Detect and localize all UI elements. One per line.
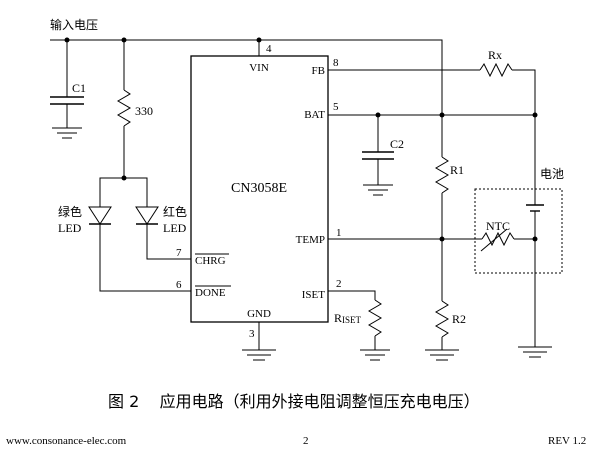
red-led-label: 红色 bbox=[163, 204, 187, 219]
green-led-label: 绿色 bbox=[58, 204, 82, 219]
pin-label-chrg: CHRG bbox=[195, 255, 226, 267]
chip-name: CN3058E bbox=[231, 181, 287, 196]
footer-page-number: 2 bbox=[303, 435, 309, 447]
figure-caption: 图 2 应用电路（利用外接电阻调整恒压充电电压） bbox=[108, 392, 480, 411]
riset-label-main: R bbox=[334, 311, 342, 325]
pin-number-gnd: 3 bbox=[249, 328, 255, 340]
pin-number-temp: 1 bbox=[336, 227, 342, 239]
pin-number-vin: 4 bbox=[266, 43, 272, 55]
led-split-wire bbox=[99, 177, 148, 207]
footer-revision: REV 1.2 bbox=[548, 435, 586, 447]
riset-label: RISET bbox=[334, 311, 362, 325]
pin-number-done: 6 bbox=[176, 279, 182, 291]
pin-number-chrg: 7 bbox=[176, 247, 182, 259]
input-voltage-rail bbox=[50, 39, 443, 157]
r2-label: R2 bbox=[452, 312, 466, 326]
riset-label-sub: ISET bbox=[342, 315, 362, 325]
r330-label: 330 bbox=[135, 104, 153, 118]
iset-wire bbox=[328, 290, 376, 300]
riset-resistor bbox=[368, 299, 382, 337]
pin-number-iset: 2 bbox=[336, 278, 342, 290]
junction-dot bbox=[439, 112, 445, 118]
rx-label: Rx bbox=[488, 48, 502, 62]
pin-number-fb: 8 bbox=[333, 57, 339, 69]
input-voltage-label: 输入电压 bbox=[50, 17, 98, 32]
green-led-diode bbox=[88, 206, 112, 225]
pin-label-iset: ISET bbox=[302, 289, 326, 301]
r2-resistor bbox=[435, 300, 449, 338]
r330-resistor bbox=[117, 89, 131, 127]
r1-label: R1 bbox=[450, 163, 464, 177]
pin-label-vin: VIN bbox=[249, 62, 269, 74]
rx-wire bbox=[512, 69, 536, 115]
pin-label-gnd: GND bbox=[247, 308, 271, 320]
red-led-diode bbox=[135, 206, 159, 225]
pin-label-done: DONE bbox=[195, 287, 226, 299]
battery-label: 电池 bbox=[540, 167, 564, 181]
pin-label-bat: BAT bbox=[304, 109, 325, 121]
c2-label: C2 bbox=[390, 137, 404, 151]
r1-resistor bbox=[435, 156, 449, 194]
junction-dot bbox=[439, 236, 445, 242]
battery-pack-box bbox=[474, 188, 563, 274]
green-led-label-2: LED bbox=[58, 221, 82, 235]
c1-label: C1 bbox=[72, 81, 86, 95]
pin-number-bat: 5 bbox=[333, 101, 339, 113]
ntc-label: NTC bbox=[486, 219, 510, 233]
red-led-label-2: LED bbox=[163, 221, 187, 235]
chrg-wire bbox=[146, 224, 191, 260]
pin-label-fb: FB bbox=[312, 65, 325, 77]
junction-dot bbox=[256, 37, 262, 43]
rx-resistor bbox=[479, 62, 513, 78]
ntc-resistor bbox=[481, 231, 515, 247]
done-wire bbox=[99, 224, 191, 292]
footer-website: www.consonance-elec.com bbox=[6, 435, 127, 447]
ntc-arrow bbox=[480, 228, 508, 252]
pin-label-temp: TEMP bbox=[296, 234, 325, 246]
